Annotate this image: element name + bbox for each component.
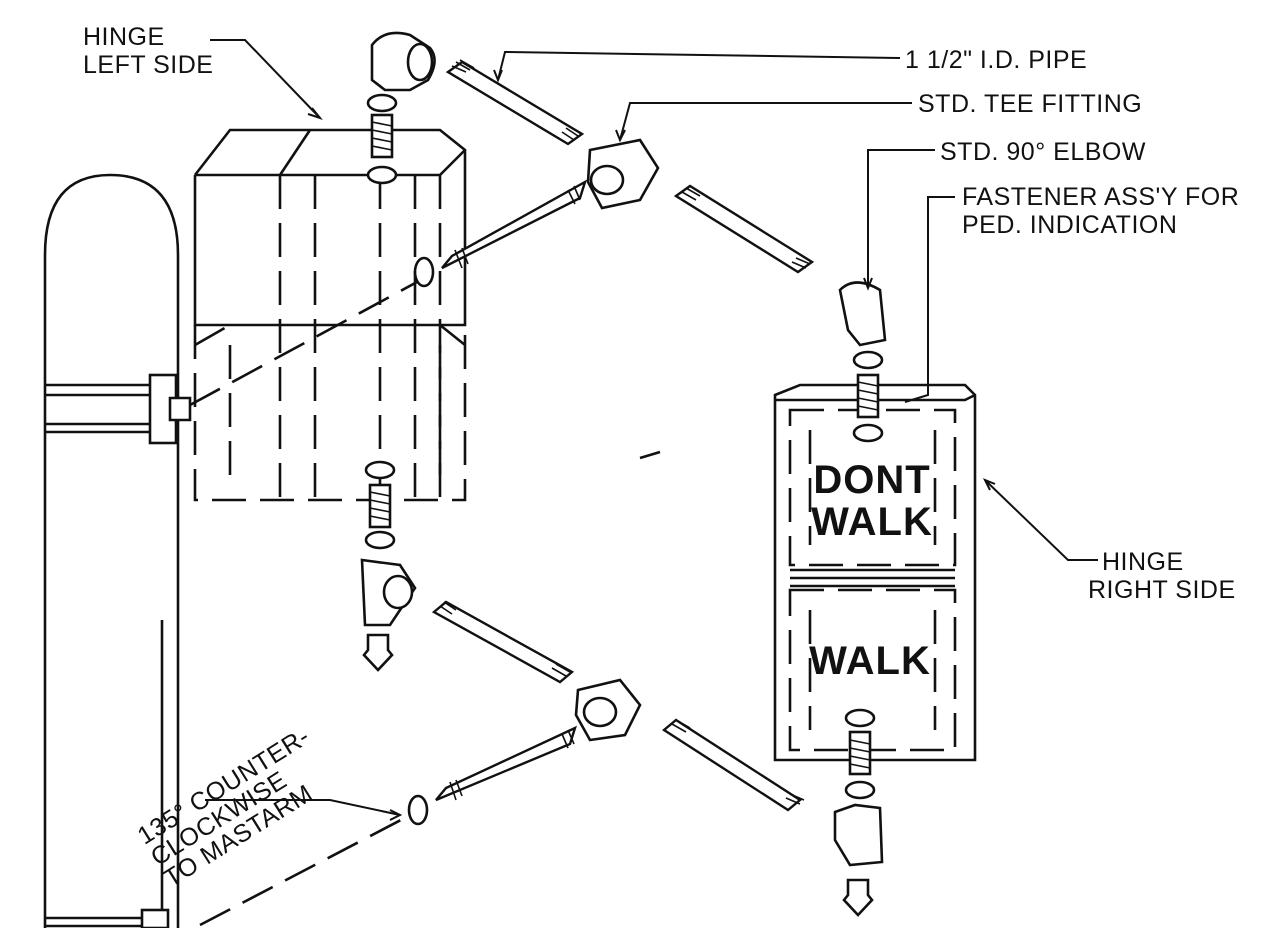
label-elbow: STD. 90° ELBOW [940,138,1146,166]
pole [43,173,192,930]
leader-rotation [205,799,401,816]
cap-lower-left [362,633,394,672]
leader-elbow [867,149,935,288]
dont-label: DONT [813,458,930,502]
pipe-segment [673,184,815,274]
pipe-segment [435,725,577,802]
alignment-line-lower [199,808,421,927]
left-signal-housing [193,128,467,502]
tee-fitting-lower-right [833,803,884,867]
pipe-segment [661,718,803,812]
label-tee: STD. TEE FITTING [918,90,1142,118]
washer-upper [413,256,435,288]
leader-lines [205,39,1098,821]
label-pipe: 1 1/2" I.D. PIPE [905,46,1087,74]
leader-pipe [497,50,901,81]
fastener-stack-upper-left [366,93,398,185]
cap-lower-right [842,878,874,917]
fastener-stack-lower-left [364,460,396,550]
fastener-stack-lower-right [844,708,876,800]
label-fastener-1: FASTENER ASS'Y FOR [962,183,1239,211]
leader-hinge-right [984,479,1098,561]
washer-lower [407,794,429,826]
alignment-line-upper [189,273,431,407]
elbow-fitting-right [838,281,887,347]
leader-hinge-left [210,39,321,119]
label-hinge-right-1: HINGE [1102,548,1184,576]
label-hinge-left-2: LEFT SIDE [83,51,213,79]
fastener-stack-upper-right [852,350,884,443]
pipe-segment [431,600,575,684]
fittings [360,31,887,917]
pipe-segment [441,179,588,270]
label-hinge-right-2: RIGHT SIDE [1088,576,1236,604]
walk-label-lower: WALK [809,639,931,683]
label-hinge-left-1: HINGE [83,23,165,51]
pipes [431,59,815,812]
pipe-segment [445,60,585,146]
leader-fastener [904,196,955,403]
walk-label-upper: WALK [811,500,933,544]
leader-tee [619,102,912,141]
label-fastener-2: PED. INDICATION [962,211,1177,239]
right-signal-housing: DONT WALK WALK [773,383,977,762]
